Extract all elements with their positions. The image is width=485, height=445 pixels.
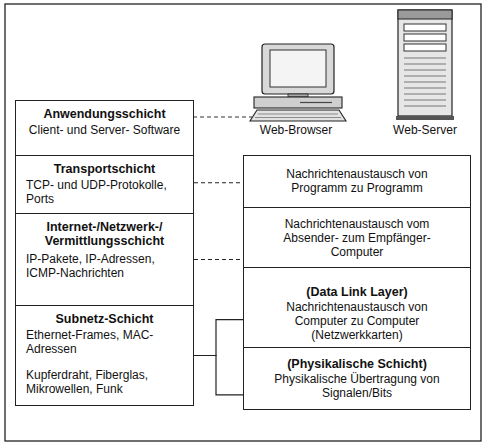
layer-connector <box>194 356 243 395</box>
layer-description: TCP- und UDP-Protokolle, Ports <box>26 178 183 206</box>
function-box: Nachrichtenaustausch von Programm zu Pro… <box>243 155 471 208</box>
monitor-case <box>262 44 334 94</box>
system-unit <box>254 97 342 108</box>
computer-illustration <box>250 44 346 121</box>
drive-bay <box>404 44 446 51</box>
device-label: Web-Browser <box>260 123 332 137</box>
layer-description: Kupferdraht, Fiberglas, Mikrowellen, Fun… <box>26 368 183 396</box>
function-box: (Physikalische Schicht)Physikalische Übe… <box>243 347 471 410</box>
layer-description: IP-Pakete, IP-Adressen, ICMP-Nachrichten <box>26 252 183 280</box>
layer-title: Internet-/Netzwerk-/ Vermittlungsschicht <box>26 220 183 248</box>
server-illustration <box>396 10 454 120</box>
monitor-screen <box>270 50 326 87</box>
keyboard <box>250 110 346 121</box>
layer-box: Internet-/Netzwerk-/ Vermittlungsschicht… <box>15 213 194 306</box>
layer-title: Transportschicht <box>26 162 183 176</box>
server-case <box>398 10 452 116</box>
server-base <box>396 116 454 120</box>
device-label: Web-Server <box>393 123 457 137</box>
layer-title: (Data Link Layer) <box>262 285 452 299</box>
layer-title: Subnetz-Schicht <box>26 312 183 326</box>
layer-title: Anwendungsschicht <box>26 107 183 121</box>
layer-description: Ethernet-Frames, MAC-Adressen <box>26 328 183 356</box>
keyboard-keys <box>258 114 338 115</box>
server-grille <box>404 58 446 106</box>
layer-box: AnwendungsschichtClient- und Server- Sof… <box>15 100 194 156</box>
layer-description: Physikalische Übertragung von Signalen/B… <box>262 372 452 400</box>
function-box: Nachrichtenaustausch vom Absender- zum E… <box>243 207 471 268</box>
layer-connector <box>194 182 243 183</box>
leader-line <box>193 116 252 117</box>
layer-connector <box>194 259 243 260</box>
drive-slot <box>300 102 332 103</box>
layer-box: Subnetz-SchichtEthernet-Frames, MAC-Adre… <box>15 305 194 406</box>
layer-description: Nachrichtenaustausch von Programm zu Pro… <box>262 167 452 195</box>
layer-description: Nachrichtenaustausch von Computer zu Com… <box>262 300 452 342</box>
keyboard-keys <box>255 117 341 118</box>
layer-description: Client- und Server- Software <box>26 123 183 137</box>
layer-box: TransportschichtTCP- und UDP-Protokolle,… <box>15 155 194 214</box>
layer-connector <box>194 320 243 356</box>
outer-frame <box>5 4 481 441</box>
drive-bay <box>404 34 446 41</box>
layer-description: Nachrichtenaustausch vom Absender- zum E… <box>262 217 452 259</box>
layer-title: (Physikalische Schicht) <box>262 357 452 371</box>
drive-bay <box>404 24 446 31</box>
server-top <box>398 10 452 19</box>
function-box: (Data Link Layer)Nachrichtenaustausch vo… <box>243 267 471 348</box>
